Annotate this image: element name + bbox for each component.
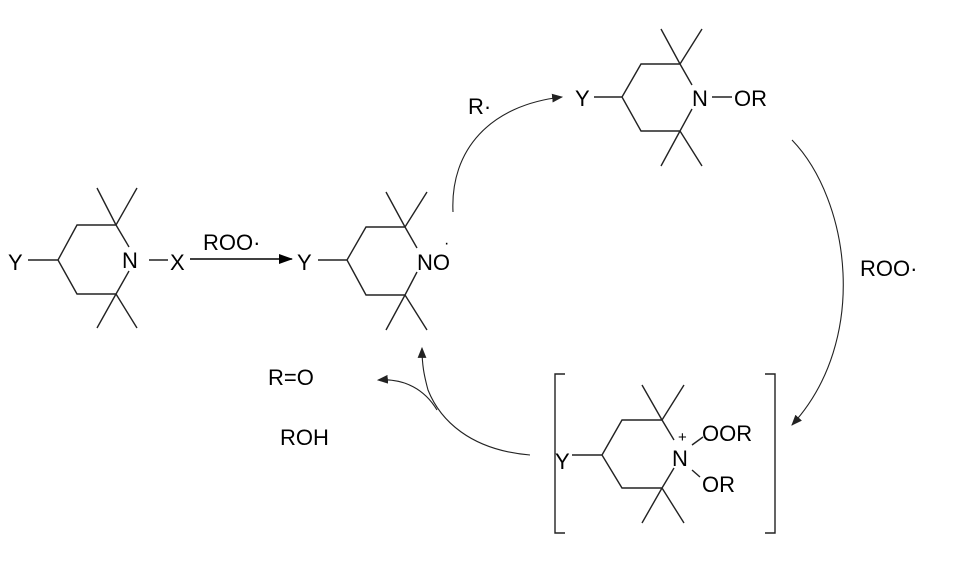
bracketed-intermediate: Y N + OOR OR xyxy=(554,373,776,534)
nitrogen-atom: N xyxy=(122,248,138,273)
substituent-y: Y xyxy=(555,449,570,474)
hindered-amine-reactant: Y N X xyxy=(8,187,185,329)
alkyl-radical-label: R· xyxy=(468,94,491,119)
positive-charge: + xyxy=(678,429,687,446)
substituent-y: Y xyxy=(297,250,312,275)
product-alcohol: ROH xyxy=(280,425,329,450)
trapping-arrow: R· xyxy=(452,93,564,213)
nitrogen-atom: N xyxy=(692,86,708,111)
product-carbonyl: R=O xyxy=(268,365,314,390)
oor-group: OOR xyxy=(702,421,752,446)
alkoxyamine: Y N OR xyxy=(575,28,767,167)
substituent-y: Y xyxy=(575,86,590,111)
nitroxide-radical: Y NO · xyxy=(297,191,450,331)
nitrogen-atom: N xyxy=(672,446,688,471)
roo-radical-label: ROO· xyxy=(860,256,917,281)
nitroxide-label: NO xyxy=(417,250,450,275)
or-group: OR xyxy=(734,86,767,111)
radical-dot: · xyxy=(444,235,449,252)
oxidation-arrow: ROO· xyxy=(190,230,293,264)
regeneration-arrow: R=O ROH xyxy=(268,346,531,456)
roo-radical-label: ROO· xyxy=(203,230,260,255)
substituent-y: Y xyxy=(8,250,23,275)
or-group: OR xyxy=(702,472,735,497)
peroxy-addition-arrow: ROO· xyxy=(791,139,917,426)
group-x: X xyxy=(170,250,185,275)
